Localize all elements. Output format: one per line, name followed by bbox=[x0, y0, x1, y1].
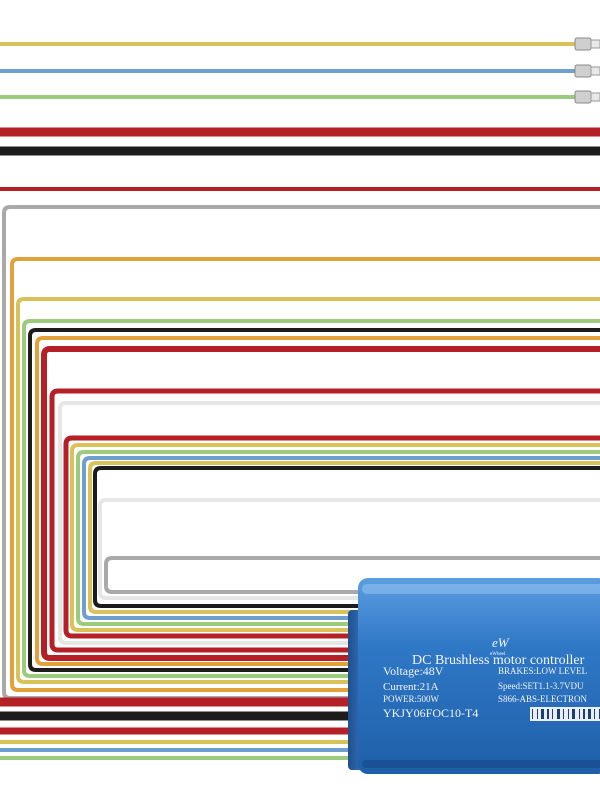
barcode-bar bbox=[588, 709, 591, 719]
barcode-bar bbox=[532, 709, 533, 719]
barcode-bar bbox=[572, 709, 575, 719]
looped-wire bbox=[35, 336, 600, 666]
barcode-bar bbox=[568, 709, 569, 719]
looped-wire bbox=[63, 435, 600, 639]
barcode-bar bbox=[541, 709, 544, 719]
connector-icons bbox=[574, 37, 600, 104]
looped-wire bbox=[10, 257, 600, 692]
looped-wire bbox=[70, 443, 600, 632]
looped-wire bbox=[76, 450, 600, 626]
bottom-straight-wires bbox=[0, 697, 360, 760]
barcode-bar bbox=[547, 709, 549, 719]
looped-wire bbox=[16, 297, 600, 684]
looped-wire bbox=[58, 401, 600, 645]
looped-wire bbox=[88, 461, 600, 614]
label-title: DC Brushless motor controller bbox=[412, 653, 585, 668]
connector-icon bbox=[574, 90, 600, 104]
looped-wire bbox=[28, 328, 600, 672]
barcode-bar bbox=[552, 709, 553, 719]
looped-wire bbox=[22, 319, 600, 678]
brand-small: eWheel bbox=[490, 652, 506, 657]
top-straight-wires bbox=[0, 42, 600, 191]
barcode bbox=[530, 707, 600, 721]
looped-wire-harness bbox=[2, 205, 600, 700]
label-feature: S866-ABS-ELECTRON bbox=[498, 694, 588, 704]
label-speed: Speed:SET1.1-3.7VDU bbox=[498, 681, 584, 691]
looped-wire bbox=[41, 346, 600, 661]
barcode-bar bbox=[563, 709, 564, 719]
connector-icon bbox=[574, 37, 600, 51]
label-brakes: BRAKES:LOW LEVEL bbox=[498, 666, 587, 676]
barcode-bar bbox=[557, 709, 560, 719]
label-voltage: Voltage:48V bbox=[383, 664, 444, 678]
barcode-bar bbox=[579, 709, 580, 719]
connector-icon bbox=[574, 64, 600, 78]
barcode-bar bbox=[537, 709, 538, 719]
brand-logo: eW bbox=[492, 635, 510, 650]
label-current: Current:21A bbox=[383, 681, 439, 693]
barcode-bar bbox=[594, 709, 595, 719]
controller-label: eW eWheel DC Brushless motor controller … bbox=[383, 635, 600, 721]
controller-housing: eW eWheel DC Brushless motor controller … bbox=[348, 578, 600, 774]
looped-wire bbox=[49, 388, 600, 653]
looped-wire bbox=[104, 556, 600, 594]
looped-wire bbox=[98, 498, 600, 600]
looped-wire bbox=[82, 456, 600, 620]
looped-wire bbox=[93, 466, 600, 608]
housing-bottom-edge bbox=[362, 760, 600, 768]
label-model: YKJY06FOC10-T4 bbox=[383, 706, 478, 720]
label-power: POWER:500W bbox=[383, 694, 440, 704]
barcode-bar bbox=[583, 709, 585, 719]
housing-highlight bbox=[362, 584, 600, 594]
housing-body bbox=[358, 578, 600, 774]
